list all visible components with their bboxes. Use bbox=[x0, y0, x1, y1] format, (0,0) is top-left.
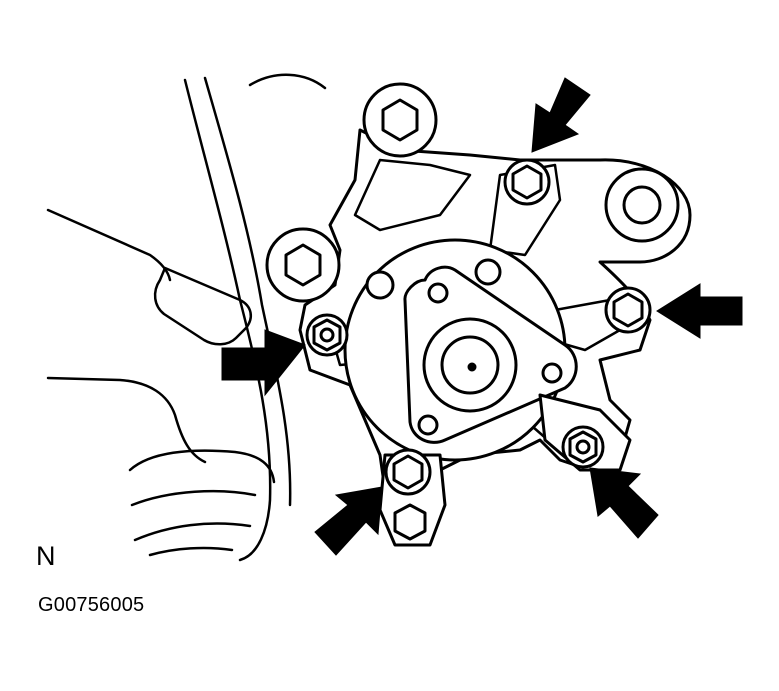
left-housing-slot bbox=[153, 266, 253, 346]
figure-code: G00756005 bbox=[38, 594, 145, 616]
arrow-lower-right-bolt bbox=[589, 467, 659, 539]
right-mounting-bolt bbox=[604, 286, 652, 334]
hose-contour-1 bbox=[128, 449, 276, 484]
left-housing-edge bbox=[46, 208, 172, 282]
left-mounting-bolt bbox=[305, 313, 349, 357]
arrow-left-bolt bbox=[221, 329, 306, 397]
inner-engine-contour bbox=[203, 76, 292, 507]
top-mounting-bolt bbox=[503, 158, 551, 206]
flange-hole-top bbox=[427, 282, 449, 304]
lower-left-mounting-bolt bbox=[384, 448, 432, 496]
pointer-arrows bbox=[221, 77, 743, 556]
pulley-flange bbox=[403, 265, 578, 444]
pump-hole-a bbox=[365, 270, 395, 300]
pump-hole-b bbox=[474, 258, 502, 286]
flange-hole-bottom bbox=[417, 414, 439, 436]
left-housing-edge-2 bbox=[46, 376, 207, 464]
mounting-bolts bbox=[284, 98, 652, 541]
engine-outline bbox=[46, 73, 327, 562]
outer-engine-contour bbox=[183, 78, 272, 562]
rib-1 bbox=[353, 158, 472, 232]
arrow-lower-left-bolt bbox=[314, 486, 383, 556]
flange-hole-right bbox=[541, 362, 563, 384]
upper-engine-contour bbox=[248, 73, 327, 90]
bolt-top-boss bbox=[381, 98, 419, 142]
hose-contour-4 bbox=[148, 546, 234, 557]
bracket-boss-right-inner bbox=[622, 185, 662, 225]
arrow-top-bolt bbox=[531, 77, 591, 153]
bolt-left-boss bbox=[284, 243, 322, 287]
lower-right-mounting-bolt bbox=[561, 425, 605, 469]
hose-contour-2 bbox=[130, 489, 257, 507]
bottom-bolt bbox=[393, 503, 427, 541]
hose-contour-3 bbox=[133, 522, 252, 542]
orientation-label: N bbox=[36, 541, 56, 571]
arrow-right-bolt bbox=[656, 283, 743, 339]
pulley-center-dot bbox=[467, 362, 477, 372]
rib-2 bbox=[488, 163, 562, 257]
